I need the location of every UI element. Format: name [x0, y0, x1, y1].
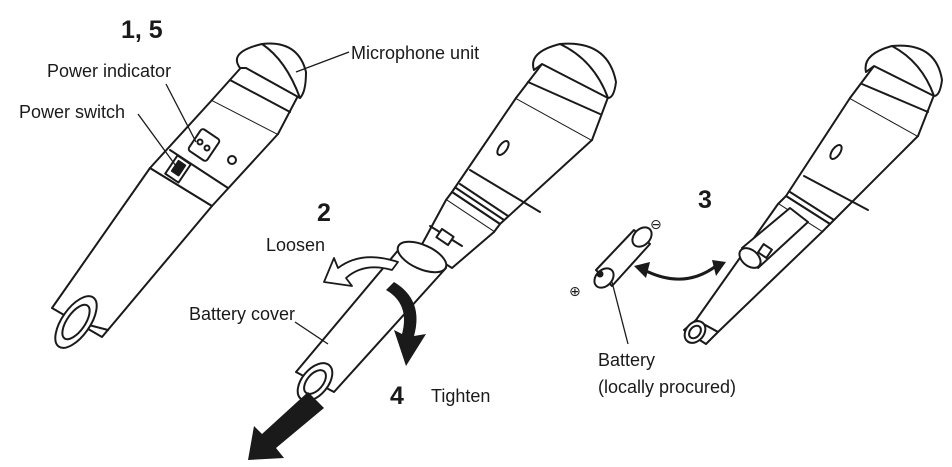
mic3-grille	[864, 44, 943, 97]
step-number-2: 2	[317, 199, 331, 227]
label-battery: Battery	[598, 350, 656, 370]
insert-battery-arrow-icon	[634, 260, 726, 281]
label-locally-procured: (locally procured)	[598, 377, 737, 397]
step-number-1-5: 1, 5	[121, 16, 163, 44]
mic2-grille	[532, 42, 617, 99]
leader-power-indicator	[165, 83, 197, 143]
label-power-indicator: Power indicator	[47, 61, 172, 81]
label-power-switch: Power switch	[19, 102, 126, 122]
leader-microphone-unit	[295, 51, 350, 73]
loosen-arrow-icon	[323, 256, 399, 287]
battery-plus-icon: ⊕	[569, 284, 581, 300]
step-number-3: 3	[698, 186, 712, 214]
step-number-4: 4	[390, 382, 404, 410]
label-microphone-unit: Microphone unit	[351, 43, 480, 63]
leader-battery	[611, 281, 629, 345]
battery-minus-icon: ⊖	[650, 217, 662, 233]
leader-power-switch	[137, 113, 177, 167]
leader-battery-cover	[294, 321, 329, 345]
mic1-grille	[235, 42, 307, 99]
label-tighten: Tighten	[431, 386, 491, 406]
pull-off-arrow-icon	[248, 392, 324, 460]
label-loosen: Loosen	[266, 235, 326, 255]
microphone-cover-removed	[295, 42, 617, 402]
battery-cell	[593, 226, 653, 289]
label-battery-cover: Battery cover	[189, 304, 296, 324]
tighten-arrow-icon	[386, 282, 426, 366]
microphone-assembled	[51, 42, 307, 349]
microphone-battery-insert	[683, 44, 943, 345]
